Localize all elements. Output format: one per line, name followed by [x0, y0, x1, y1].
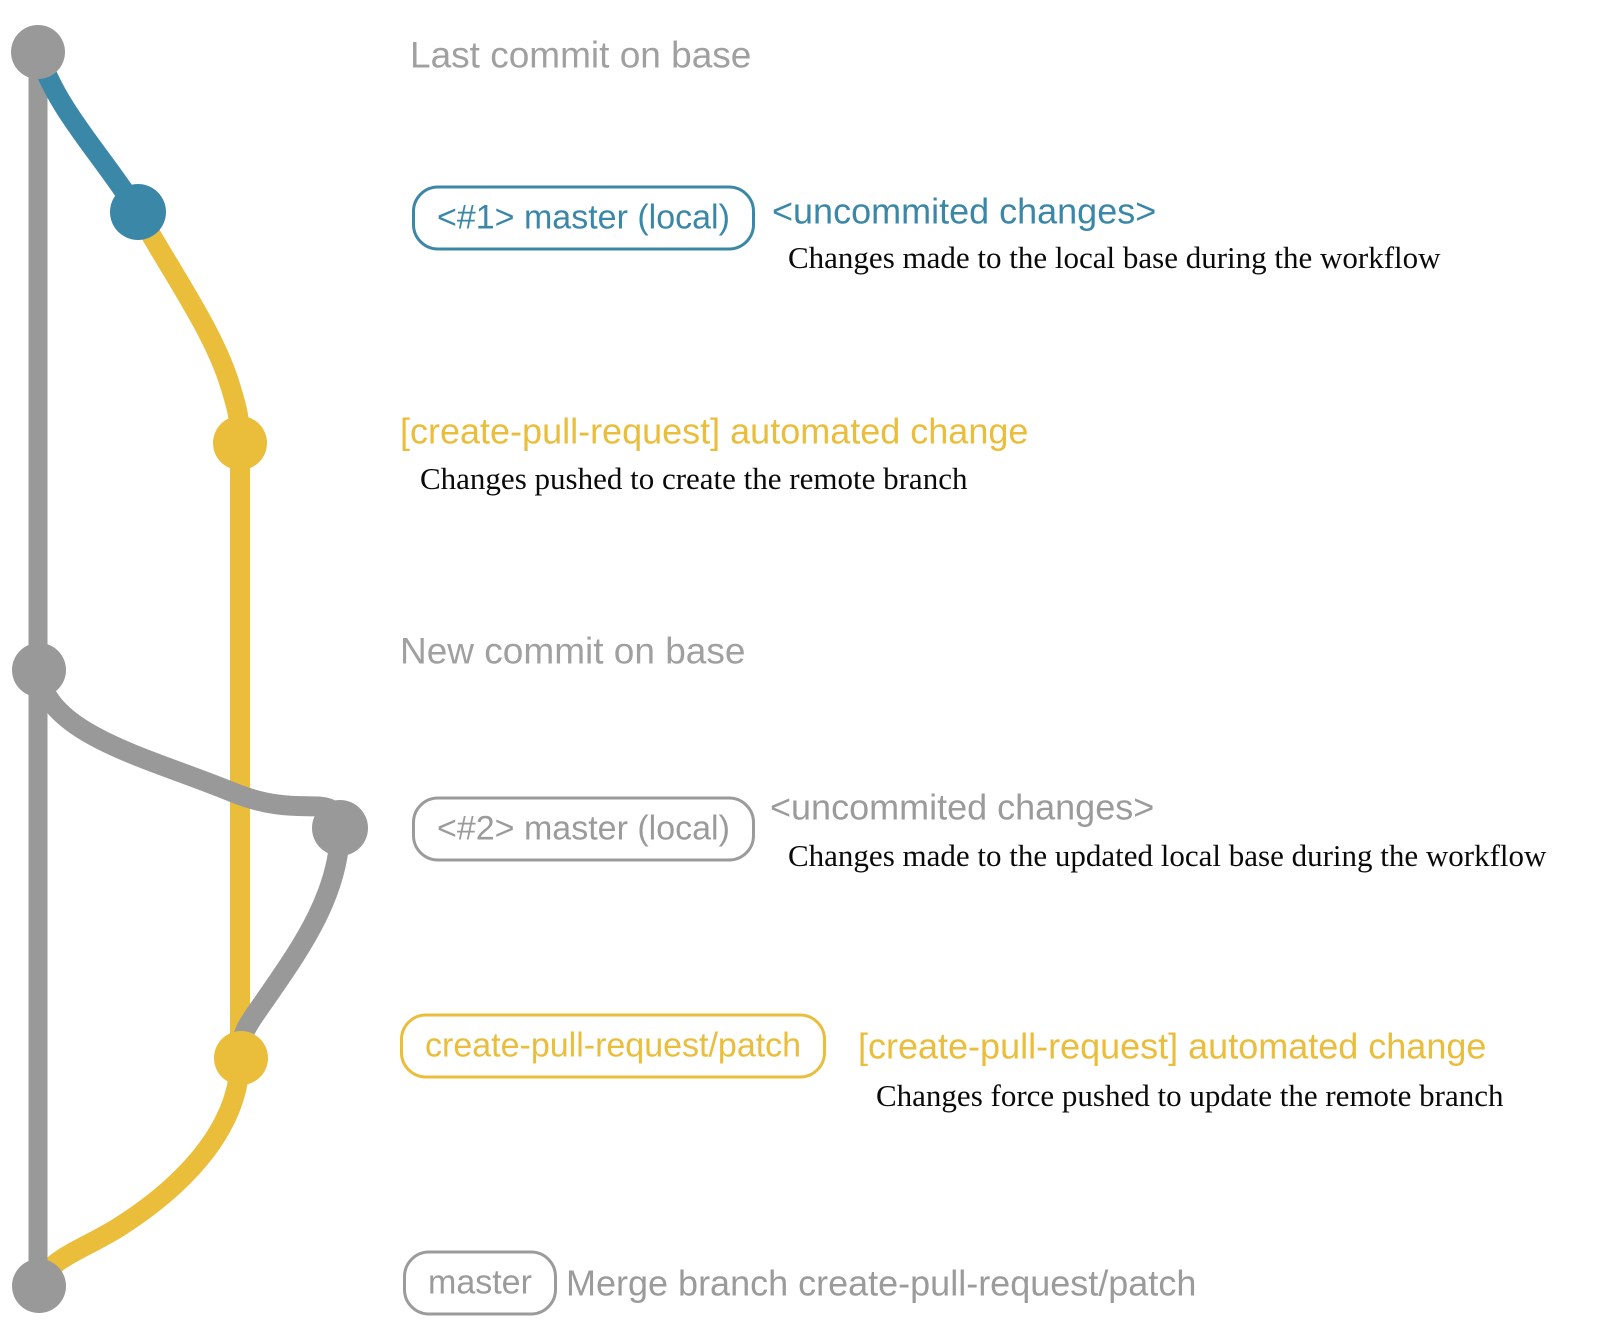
badge-master-local-2: <#2> master (local) — [412, 796, 755, 862]
message-automated-change-2: [create-pull-request] automated change — [858, 1025, 1487, 1067]
commit-node-last-base — [11, 25, 65, 79]
note-local-changes-2: Changes made to the updated local base d… — [788, 838, 1547, 874]
note-local-changes-1: Changes made to the local base during th… — [788, 240, 1441, 276]
badge-master: master — [403, 1250, 557, 1316]
patch-branch-line-upper — [128, 202, 250, 1068]
label-last-commit-on-base: Last commit on base — [410, 34, 752, 76]
message-merge-branch: Merge branch create-pull-request/patch — [566, 1262, 1197, 1304]
commit-node-new-base — [12, 643, 66, 697]
commit-node-local-1 — [110, 184, 166, 240]
message-uncommitted-changes-1: <uncommited changes> — [772, 190, 1157, 232]
commit-node-patch-2 — [214, 1031, 268, 1085]
message-uncommitted-changes-2: <uncommited changes> — [770, 786, 1155, 828]
rebase-line — [231, 818, 350, 1062]
badge-master-local-1: <#1> master (local) — [412, 185, 755, 251]
local-branch-line-1 — [28, 42, 148, 222]
message-automated-change-1: [create-pull-request] automated change — [400, 410, 1029, 452]
note-push-create: Changes pushed to create the remote bran… — [420, 461, 968, 497]
patch-branch-merge-line — [29, 1048, 250, 1296]
local-branch-line-2 — [29, 660, 350, 838]
commit-node-merge — [12, 1259, 66, 1313]
commit-node-patch-1 — [213, 416, 267, 470]
note-force-push-update: Changes force pushed to update the remot… — [876, 1078, 1504, 1114]
label-new-commit-on-base: New commit on base — [400, 630, 746, 672]
commit-node-local-2 — [312, 800, 368, 856]
badge-create-pull-request-patch: create-pull-request/patch — [400, 1013, 827, 1079]
